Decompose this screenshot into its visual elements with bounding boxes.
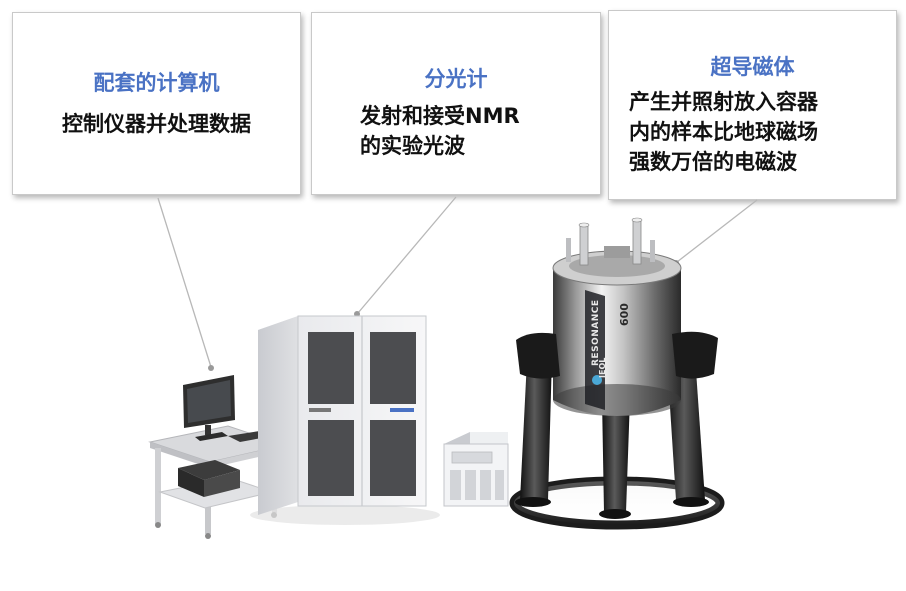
callout-spectrometer-desc-line2: 的实验光波: [360, 134, 465, 158]
callout-magnet-desc-line2: 内的样本比地球磁场: [629, 120, 818, 144]
callout-magnet-desc-line3: 强数万倍的电磁波: [629, 150, 797, 174]
spectrometer-cabinet: [250, 315, 440, 525]
console-unit: [443, 432, 509, 507]
leader-line-spectrometer: [354, 196, 457, 317]
callout-computer: 配套的计算机 控制仪器并处理数据: [12, 12, 301, 195]
magnet-model-label: RESONANCE: [591, 300, 601, 367]
superconducting-magnet: JEOL RESONANCE 600: [509, 217, 725, 530]
leader-line-computer: [157, 197, 214, 371]
callout-magnet-desc-line1: 产生并照射放入容器: [629, 90, 818, 114]
callout-spectrometer-title: 分光计: [424, 67, 488, 91]
callout-computer-title: 配套的计算机: [93, 71, 220, 95]
magnet-number-label: 600: [618, 303, 631, 326]
callout-spectrometer-desc: 发射和接受NMR 的实验光波: [312, 101, 600, 161]
callout-magnet-title: 超导磁体: [710, 55, 795, 79]
callout-spectrometer: 分光计 发射和接受NMR 的实验光波: [311, 12, 601, 195]
callout-magnet-desc: 产生并照射放入容器 内的样本比地球磁场 强数万倍的电磁波: [609, 87, 896, 177]
callout-spectrometer-desc-line1: 发射和接受NMR: [360, 104, 520, 128]
callout-computer-desc: 控制仪器并处理数据: [62, 112, 251, 136]
magnet-brand-label: JEOL: [598, 358, 607, 379]
leader-line-magnet: [673, 199, 758, 266]
callout-magnet: 超导磁体 产生并照射放入容器 内的样本比地球磁场 强数万倍的电磁波: [608, 10, 897, 200]
